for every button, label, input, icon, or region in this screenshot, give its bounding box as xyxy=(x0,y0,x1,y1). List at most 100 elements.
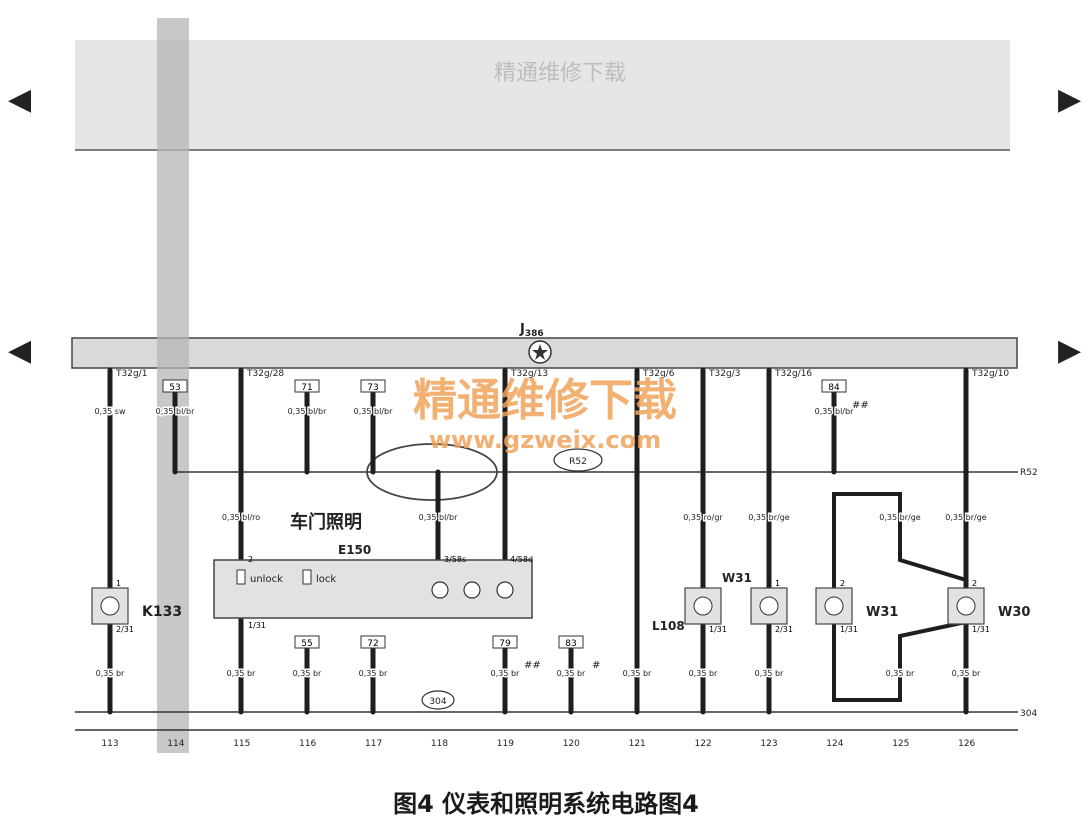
column-number: 122 xyxy=(695,739,712,749)
rail-r52-label: R52 xyxy=(1020,468,1038,478)
lamp-icon xyxy=(759,596,779,616)
lock-switch xyxy=(302,569,312,585)
ref-boxes-bottom: 55 72 79 83 xyxy=(294,635,584,649)
wire-label-b115: 0,35 br xyxy=(227,669,256,678)
next-arrow-icon[interactable]: ▶ xyxy=(1058,333,1082,368)
wire-label-114: 0,35 bl/br xyxy=(156,407,195,416)
prev-arrow-icon[interactable]: ◀ xyxy=(8,333,32,368)
w31b-pin-1-31: 1/31 xyxy=(840,625,858,634)
column-number: 116 xyxy=(299,739,316,749)
pin-119: T32g/13 xyxy=(510,369,548,379)
wire-label-123: 0,35 br/ge xyxy=(748,513,789,522)
lamp-123-pin-1: 1 xyxy=(775,579,780,588)
ref-box-116b xyxy=(294,635,320,649)
node-304-label: 304 xyxy=(429,697,446,707)
e150-box xyxy=(213,559,533,619)
wire-label-113: 0,35 sw xyxy=(94,407,126,416)
wire-label-122: 0,35 ro/gr xyxy=(683,513,723,522)
door-light-label: 车门照明 xyxy=(290,511,362,533)
e150-label: E150 xyxy=(338,543,371,557)
column-number: 126 xyxy=(958,739,975,749)
lamp-icon xyxy=(431,581,449,599)
wire-label-118: 0,35 bl/br xyxy=(354,407,393,416)
ref-box-120b xyxy=(558,635,584,649)
k133-label: K133 xyxy=(142,604,182,620)
ref-116b: 55 xyxy=(301,639,312,649)
lamp-icon xyxy=(693,596,713,616)
pin-126: T32g/10 xyxy=(971,369,1009,379)
pin-123: T32g/16 xyxy=(774,369,812,379)
wire-label-126: 0,35 br/ge xyxy=(945,513,986,522)
mark-119: ## xyxy=(524,660,541,671)
wire-label-115: 0,35 bl/ro xyxy=(222,513,260,522)
wire-124-125-loop xyxy=(832,492,967,588)
pin-113: T32g/1 xyxy=(115,369,147,379)
ref-box-116 xyxy=(294,379,320,393)
ref-117b: 72 xyxy=(367,639,378,649)
ref-118: 73 xyxy=(367,383,378,393)
column-number: 121 xyxy=(629,739,646,749)
ref-116: 71 xyxy=(301,383,312,393)
column-number: 123 xyxy=(760,739,777,749)
next-arrow-icon[interactable]: ▶ xyxy=(1058,82,1082,117)
lamp-icon xyxy=(496,581,514,599)
w31a-label: W31 xyxy=(722,571,752,585)
column-number: 115 xyxy=(233,739,250,749)
e150-pin-2: 2 xyxy=(248,555,253,564)
ref-124: 84 xyxy=(828,383,840,393)
pin-122: T32g/3 xyxy=(708,369,740,379)
wire-label-b113: 0,35 br xyxy=(96,669,125,678)
column-number: 125 xyxy=(892,739,909,749)
wire-label-b125: 0,35 br xyxy=(886,669,915,678)
ref-box-124 xyxy=(821,379,847,393)
bus-component-label: J386 xyxy=(519,322,544,339)
mark-120: # xyxy=(592,660,600,671)
node-r52-label: R52 xyxy=(569,457,587,467)
column-number: 120 xyxy=(563,739,580,749)
w30-pin-2: 2 xyxy=(972,579,977,588)
pin-121: T32g/6 xyxy=(642,369,675,379)
w31b-pin-2: 2 xyxy=(840,579,845,588)
rail-304-label: 304 xyxy=(1020,709,1037,719)
mark-124: ## xyxy=(852,400,869,411)
l108-pin-1-31: 1/31 xyxy=(709,625,727,634)
e150-lamps xyxy=(431,581,514,599)
ref-boxes-top: 53 71 73 84 xyxy=(162,379,847,393)
wire-labels: 0,35 sw 0,35 bl/br 0,35 bl/br 0,35 bl/br… xyxy=(93,406,988,680)
column-number: 113 xyxy=(101,739,118,749)
watermark-url: www.gzweix.com xyxy=(429,426,661,454)
wire-label-124: 0,35 bl/br xyxy=(815,407,854,416)
wire-label-125: 0,35 br/ge xyxy=(879,513,920,522)
lock-label: lock xyxy=(316,574,336,585)
wire-label-b116: 0,35 br xyxy=(293,669,322,678)
column-number: 119 xyxy=(497,739,514,749)
wire-label-b126: 0,35 br xyxy=(952,669,981,678)
wire-124-125-loop-bot xyxy=(832,620,967,702)
e150-pin-4-58d: 4/58d xyxy=(510,555,533,564)
wire-label-118b: 0,35 bl/br xyxy=(419,513,458,522)
wire-label-b117: 0,35 br xyxy=(359,669,388,678)
ref-box-114 xyxy=(162,379,188,393)
ref-box-119b xyxy=(492,635,518,649)
column-number: 114 xyxy=(167,739,184,749)
w30-pin-1-31: 1/31 xyxy=(972,625,990,634)
column-number: 117 xyxy=(365,739,382,749)
lamp-icon xyxy=(824,596,844,616)
ref-120b: 83 xyxy=(565,639,576,649)
wire-label-b120: 0,35 br xyxy=(557,669,586,678)
wires xyxy=(107,367,969,715)
lamp-icon xyxy=(956,596,976,616)
star-icon xyxy=(532,344,548,360)
ref-box-117b xyxy=(360,635,386,649)
wire-label-b121: 0,35 br xyxy=(623,669,652,678)
wire-label-b122: 0,35 br xyxy=(689,669,718,678)
prev-arrow-icon[interactable]: ◀ xyxy=(8,82,32,117)
wire-label-116: 0,35 bl/br xyxy=(288,407,327,416)
e150-pin-1-31: 1/31 xyxy=(248,621,266,630)
column-number: 124 xyxy=(826,739,843,749)
ref-box-118 xyxy=(360,379,386,393)
k133-pin-1: 1 xyxy=(116,579,121,588)
lamp-icon xyxy=(100,596,120,616)
splice-highlight xyxy=(366,443,498,501)
